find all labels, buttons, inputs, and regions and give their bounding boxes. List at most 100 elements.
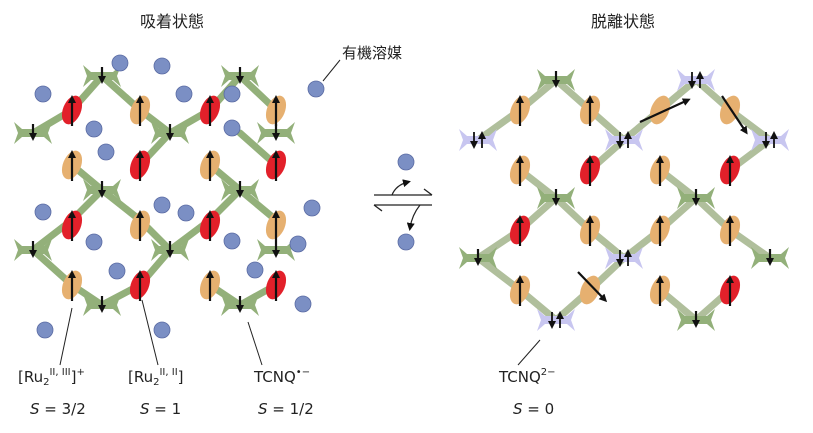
solvent-molecule — [223, 232, 241, 250]
solvent-molecule — [36, 321, 54, 339]
ru-neutral — [579, 215, 601, 246]
legend-tcnq-dianion-spin: S = 0 — [513, 400, 555, 418]
reverse-harpoon-icon — [373, 204, 432, 212]
tcnq-radical — [221, 179, 259, 201]
tcnq-dianion — [677, 69, 715, 91]
spin-arrow-icon — [577, 271, 608, 303]
tcnq-radical — [751, 247, 789, 269]
ru-mixed-valence — [61, 95, 83, 126]
solvent-molecule — [85, 233, 103, 251]
ru-mixed-valence — [509, 215, 531, 246]
tcnq-radical — [537, 187, 575, 209]
ru-neutral — [649, 155, 671, 186]
legend-ru-mixed-formula: [Ru2II, III]+ — [18, 367, 85, 388]
solvent-molecule — [303, 199, 321, 217]
ru-neutral — [509, 275, 531, 306]
uptake-arrow-icon — [406, 204, 421, 231]
ru-neutral — [199, 150, 221, 181]
tcnq-radical — [537, 69, 575, 91]
desorbed-network — [459, 69, 789, 331]
ru-neutral — [649, 275, 671, 306]
legend-ru-neutral-spin: S = 1 — [140, 400, 182, 418]
legend-tcnq-radical-spin: S = 1/2 — [258, 400, 314, 418]
ru-neutral — [265, 95, 287, 126]
ru-neutral — [61, 270, 83, 301]
legend-pointer — [247, 321, 263, 366]
solvent-molecule — [153, 196, 171, 214]
solvent-molecule — [34, 85, 52, 103]
tcnq-dianion — [537, 309, 575, 331]
tcnq-radical — [221, 294, 259, 316]
ru-neutral — [579, 95, 601, 126]
spin-arrow-icon — [639, 98, 691, 123]
release-arrow-icon — [391, 179, 411, 196]
tcnq-dianion — [605, 247, 643, 269]
ru-mixed-valence — [129, 150, 151, 181]
solvent-molecule — [85, 120, 103, 138]
legend-pointer — [59, 307, 73, 366]
ru-neutral — [61, 150, 83, 181]
solvent-molecule — [289, 235, 307, 253]
forward-harpoon-icon — [374, 188, 433, 196]
tcnq-radical — [83, 65, 121, 87]
tcnq-radical — [677, 187, 715, 209]
tcnq-dianion — [751, 129, 789, 151]
tcnq-radical — [83, 179, 121, 201]
ru-mixed-valence — [199, 95, 221, 126]
solvent-molecule — [97, 143, 115, 161]
solvent-pointer-line — [322, 59, 341, 82]
solvent-molecule — [307, 80, 325, 98]
legend-pointer — [141, 299, 159, 366]
ru-neutral — [649, 95, 671, 125]
ru-neutral — [649, 215, 671, 246]
ru-neutral — [579, 275, 601, 305]
tcnq-radical — [257, 239, 295, 261]
legend-tcnq-radical-formula: TCNQ•− — [254, 367, 311, 387]
ru-neutral — [129, 210, 151, 241]
tcnq-radical — [459, 247, 497, 269]
ru-neutral — [199, 270, 221, 301]
solvent-molecule — [397, 153, 415, 171]
network-bond — [98, 186, 144, 224]
tcnq-radical — [677, 309, 715, 331]
solvent-molecule — [294, 295, 312, 313]
organic-solvent-label: 有機溶媒 — [342, 44, 403, 62]
solvent-molecule — [397, 233, 415, 251]
tcnq-radical — [14, 122, 52, 144]
solvent-molecule — [108, 262, 126, 280]
legend-pointer — [517, 339, 541, 366]
adsorbed-state-title: 吸着状態 — [140, 12, 205, 31]
ru-neutral — [509, 155, 531, 186]
solvent-molecule — [153, 321, 171, 339]
equilibrium-arrows — [373, 153, 433, 251]
ru-mixed-valence — [199, 210, 221, 241]
tcnq-radical — [151, 122, 189, 144]
ru-neutral — [719, 215, 741, 246]
tcnq-radical — [151, 239, 189, 261]
solvent-molecule — [175, 85, 193, 103]
ru-neutral — [265, 210, 287, 241]
legend-ru-neutral-formula: [Ru2II, II] — [128, 367, 184, 388]
solvent-molecule — [111, 54, 129, 72]
tcnq-radical — [221, 65, 259, 87]
solvent-molecule — [153, 57, 171, 75]
tcnq-dianion — [459, 129, 497, 151]
solvent-molecule — [223, 85, 241, 103]
ru-mixed-valence — [61, 210, 83, 241]
ru-neutral — [509, 95, 531, 126]
ru-mixed-valence — [719, 275, 741, 306]
ru-mixed-valence — [265, 150, 287, 181]
solvent-molecule — [246, 261, 264, 279]
ru-mixed-valence — [719, 155, 741, 186]
solvent-molecule — [177, 204, 195, 222]
desorbed-state-title: 脱離状態 — [591, 12, 656, 31]
spin-arrow-icon — [721, 95, 748, 135]
legend-pointer-lines — [59, 299, 541, 366]
tcnq-dianion — [605, 129, 643, 151]
ru-mixed-valence — [579, 155, 601, 186]
ru-mixed-valence — [129, 270, 151, 301]
tcnq-radical — [257, 122, 295, 144]
solvent-molecule — [223, 119, 241, 137]
legend-tcnq-dianion-formula: TCNQ2− — [499, 367, 556, 387]
